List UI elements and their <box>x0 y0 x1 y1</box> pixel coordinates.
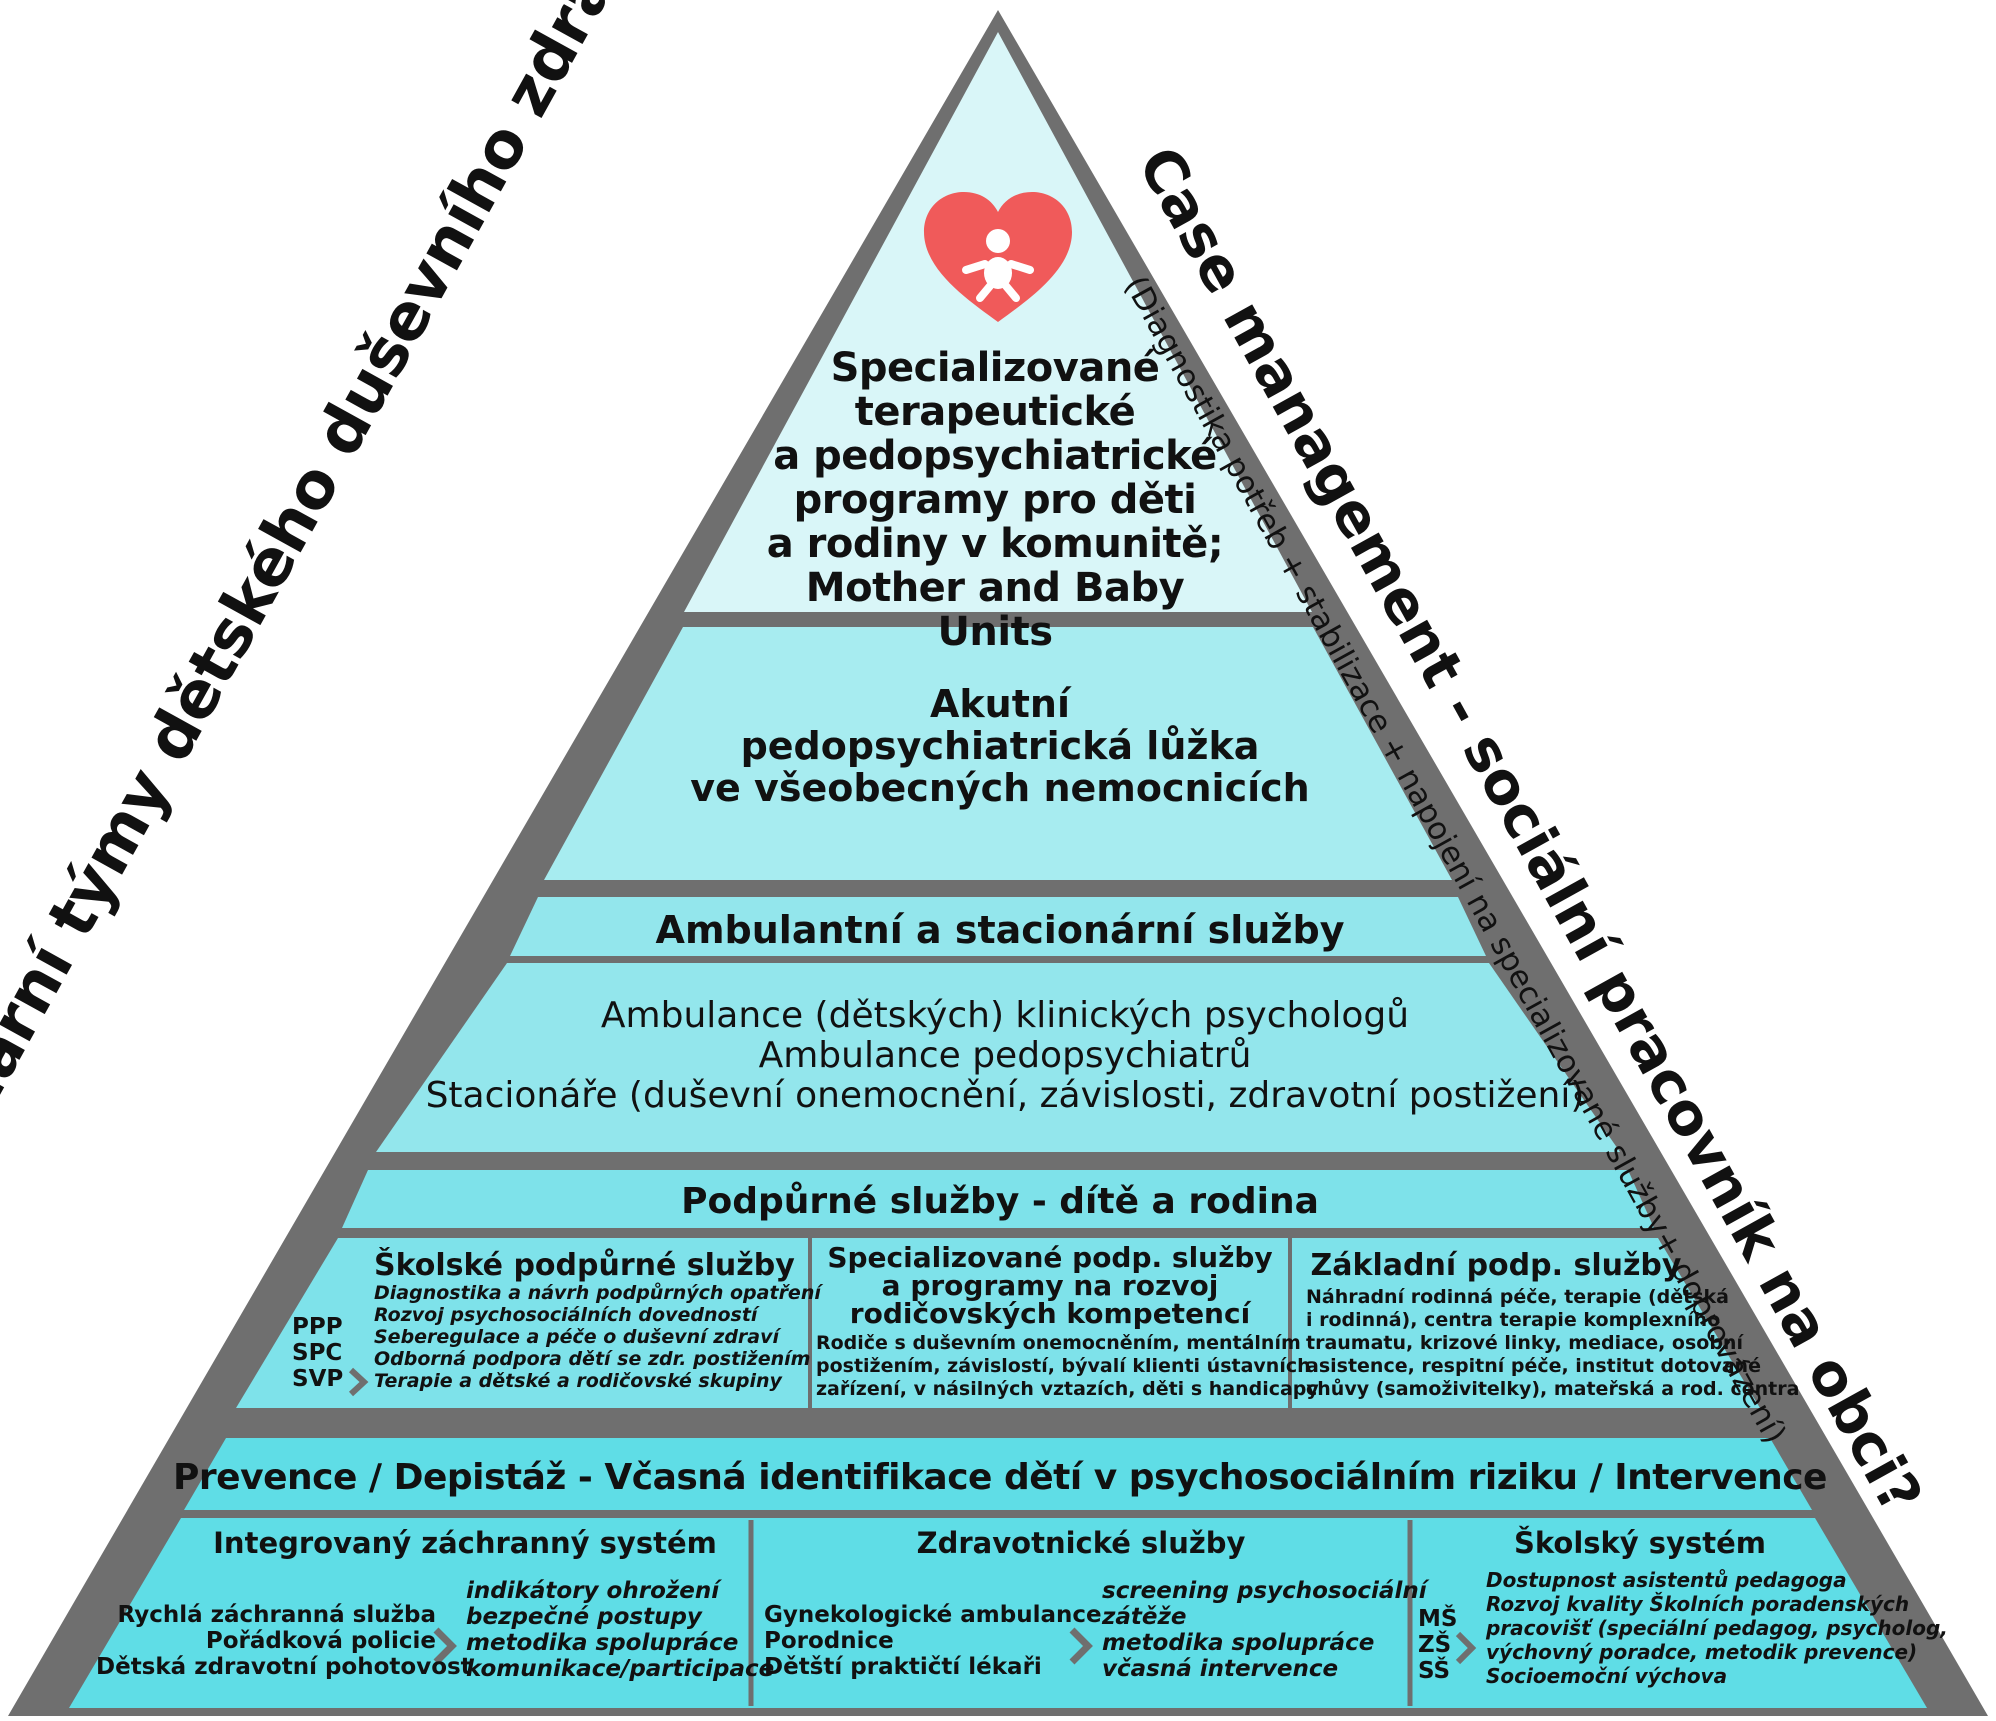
support-box-special <box>812 1238 1288 1408</box>
chevron-ems <box>433 1627 457 1665</box>
school-support-title: Školské podpůrné služby <box>374 1248 795 1283</box>
list-item: traumatu, krizové linky, mediace, osobní <box>1306 1332 1743 1354</box>
list-item: komunikace/participace <box>466 1656 775 1682</box>
acute-line: ve všeobecných nemocnicích <box>690 766 1310 810</box>
health-title: Zdravotnické služby <box>916 1526 1246 1560</box>
health-right-list: screening psychosociální zátěže metodika… <box>1102 1578 1427 1682</box>
school-system-items: Dostupnost asistentů pedagoga Rozvoj kva… <box>1486 1568 1948 1688</box>
ambulant-line: Ambulance (dětských) klinických psycholo… <box>600 995 1410 1036</box>
list-item: Gynekologické ambulance <box>764 1602 1102 1628</box>
list-item: metodika spolupráce <box>466 1630 739 1656</box>
tier-ambulant-body <box>376 963 1620 1152</box>
list-item: Rozvoj psychosociálních dovedností <box>374 1304 758 1326</box>
list-item: Diagnostika a návrh podpůrných opatření <box>374 1282 821 1304</box>
special-support-title: Specializované podp. služby a programy n… <box>814 1244 1286 1328</box>
list-item: zátěže <box>1102 1604 1187 1630</box>
tier-ambulant-header <box>510 897 1486 956</box>
list-item: bezpečné postupy <box>466 1604 702 1630</box>
acute-tier-text: Akutní pedopsychiatrická lůžka ve všeobe… <box>600 683 1400 809</box>
health-left-list: Gynekologické ambulance Porodnice Dětští… <box>764 1602 1102 1680</box>
list-item: Terapie a dětské a rodičovské skupiny <box>374 1370 782 1392</box>
list-item: metodika spolupráce <box>1102 1630 1375 1656</box>
acute-line: Akutní <box>930 682 1070 726</box>
list-item: pracovišť (speciální pedagog, psycholog, <box>1486 1616 1948 1640</box>
top-line: Specializované <box>830 345 1160 391</box>
acronym: ZŠ <box>1418 1632 1452 1658</box>
list-item: Pořádková policie <box>205 1628 436 1654</box>
list-item: Porodnice <box>764 1628 894 1654</box>
ambulant-line: Stacionáře (duševní onemocnění, závislos… <box>425 1075 1585 1116</box>
list-item: Rychlá záchranná služba <box>117 1602 436 1628</box>
list-item: screening psychosociální <box>1102 1578 1427 1604</box>
list-item: včasná intervence <box>1102 1656 1339 1682</box>
ems-title: Integrovaný záchranný systém <box>213 1526 717 1560</box>
school-support-acronyms: PPP SPC SVP <box>292 1314 343 1392</box>
tier-support-header <box>342 1170 1654 1228</box>
acronym: MŠ <box>1418 1606 1458 1632</box>
list-item: Seberegulace a péče o duševní zdraví <box>374 1326 780 1348</box>
special-title-line: rodičovských kompetencí <box>849 1297 1251 1330</box>
acronym: SŠ <box>1418 1658 1451 1684</box>
list-item: indikátory ohrožení <box>466 1578 720 1604</box>
list-item: Rodiče s duševním onemocněním, mentálním <box>816 1332 1301 1354</box>
ambulant-header: Ambulantní a stacionární služby <box>655 908 1345 952</box>
school-system-acronyms: MŠ ZŠ SŠ <box>1418 1606 1457 1684</box>
acronym: PPP <box>292 1314 343 1340</box>
list-item: asistence, respitní péče, institut dotov… <box>1306 1355 1761 1377</box>
ems-right-list: indikátory ohrožení bezpečné postupy met… <box>466 1578 774 1682</box>
list-item: Náhradní rodinná péče, terapie (dětská <box>1306 1286 1729 1308</box>
list-item: Dětští praktičtí lékaři <box>764 1654 1042 1680</box>
list-item: Socioemoční výchova <box>1486 1664 1728 1688</box>
top-line: programy pro děti <box>793 477 1197 523</box>
top-line: terapeutické <box>854 389 1136 435</box>
list-item: výchovný poradce, metodik prevence) <box>1486 1640 1918 1664</box>
chevron-health <box>1069 1627 1093 1665</box>
acronym: SPC <box>292 1340 343 1366</box>
list-item: postižením, závislostí, bývalí klienti ú… <box>816 1355 1311 1377</box>
basic-support-list: Náhradní rodinná péče, terapie (dětská i… <box>1306 1286 1799 1401</box>
school-support-items: Diagnostika a návrh podpůrných opatření … <box>374 1282 821 1392</box>
list-item: chůvy (samoživitelky), mateřská a rod. c… <box>1306 1378 1800 1400</box>
top-line: a pedopsychiatrické <box>773 433 1217 479</box>
special-title-line: Specializované podp. služby <box>827 1241 1273 1274</box>
acronym: SVP <box>292 1366 344 1392</box>
special-support-list: Rodiče s duševním onemocněním, mentálním… <box>816 1332 1319 1401</box>
ems-left-list: Rychlá záchranná služba Pořádková polici… <box>96 1602 472 1680</box>
school-system-title: Školský systém <box>1514 1526 1766 1560</box>
list-item: zařízení, v násilných vztazích, děti s h… <box>816 1378 1319 1400</box>
chevron-school-system <box>1455 1631 1477 1665</box>
support-header: Podpůrné služby - dítě a rodina <box>681 1181 1319 1222</box>
top-line: Mother and Baby Units <box>805 565 1185 655</box>
chevron-school-support <box>348 1367 369 1397</box>
list-item: Dětská zdravotní pohotovost <box>96 1654 472 1680</box>
heart-baby-icon <box>924 192 1072 322</box>
support-box-school <box>236 1238 808 1408</box>
support-box-basic <box>1292 1238 1760 1408</box>
top-tier-text: Specializované terapeutické a pedopsychi… <box>760 346 1230 654</box>
tier-acute <box>544 627 1452 880</box>
ambulant-list: Ambulance (dětských) klinických psycholo… <box>380 996 1630 1116</box>
list-item: Dostupnost asistentů pedagoga <box>1486 1568 1847 1592</box>
list-item: Rozvoj kvality Školních poradenských <box>1486 1592 1910 1616</box>
list-item: i rodinná), centra terapie komplexního <box>1306 1309 1721 1331</box>
special-title-line: a programy na rozvoj <box>881 1269 1219 1302</box>
tier-prevention-header <box>184 1438 1812 1510</box>
prevention-header: Prevence / Depistáž - Včasná identifikac… <box>173 1457 1827 1498</box>
basic-support-title: Základní podp. služby <box>1310 1248 1682 1283</box>
acute-line: pedopsychiatrická lůžka <box>740 724 1260 768</box>
ambulant-line: Ambulance pedopsychiatrů <box>758 1035 1252 1076</box>
top-line: a rodiny v komunitě; <box>766 521 1224 567</box>
list-item: Odborná podpora dětí se zdr. postižením <box>374 1348 811 1370</box>
